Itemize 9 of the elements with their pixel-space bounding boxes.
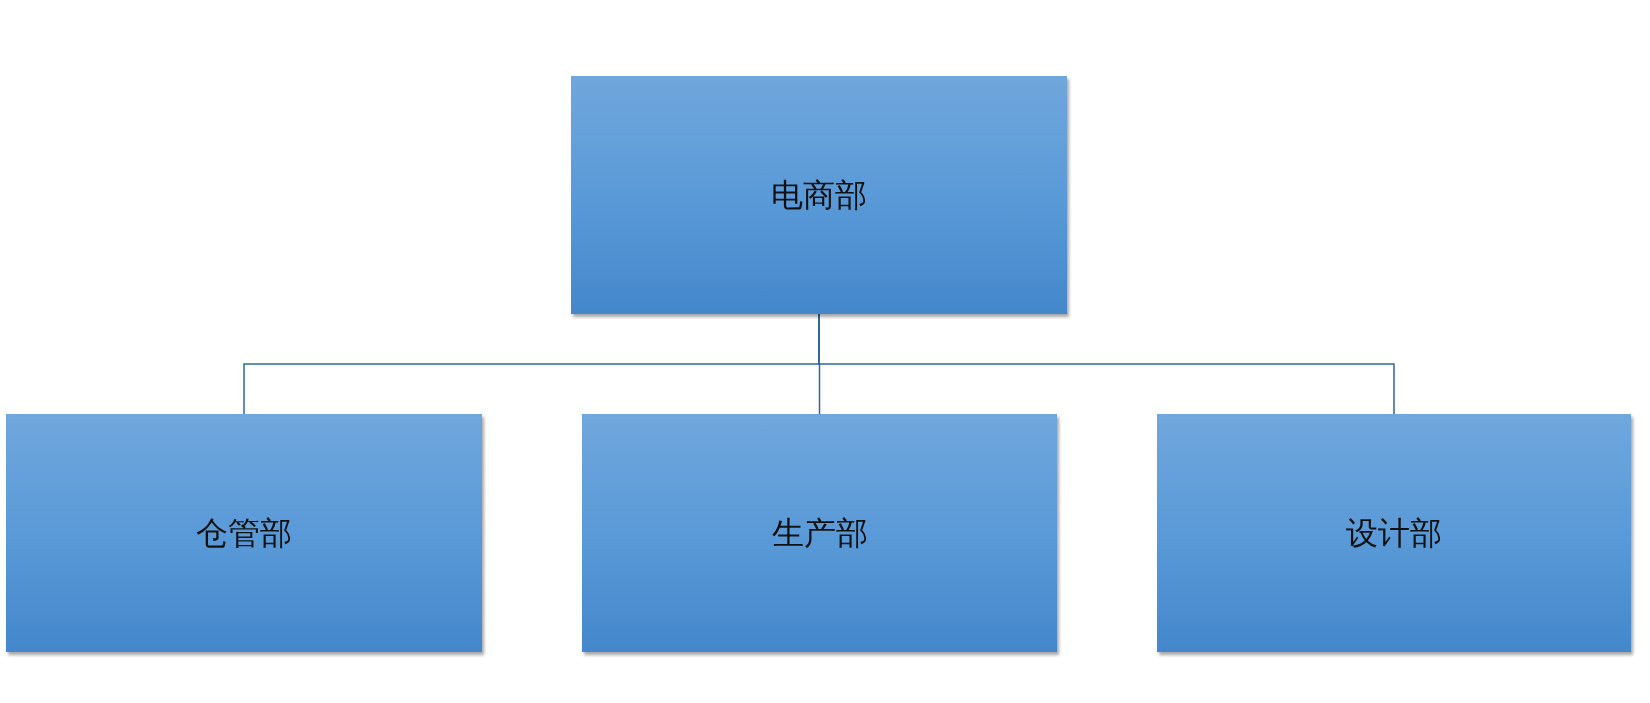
department-box: [582, 414, 1057, 652]
connector-line: [818, 313, 1395, 415]
department-box: [6, 414, 482, 652]
department-name: 仓管部: [196, 514, 292, 553]
department-name: 设计部: [1346, 514, 1442, 553]
department-name: 电商部: [771, 176, 867, 215]
department-box: [1157, 414, 1631, 652]
department-box: [571, 76, 1067, 314]
department-name: 生产部: [771, 514, 868, 553]
